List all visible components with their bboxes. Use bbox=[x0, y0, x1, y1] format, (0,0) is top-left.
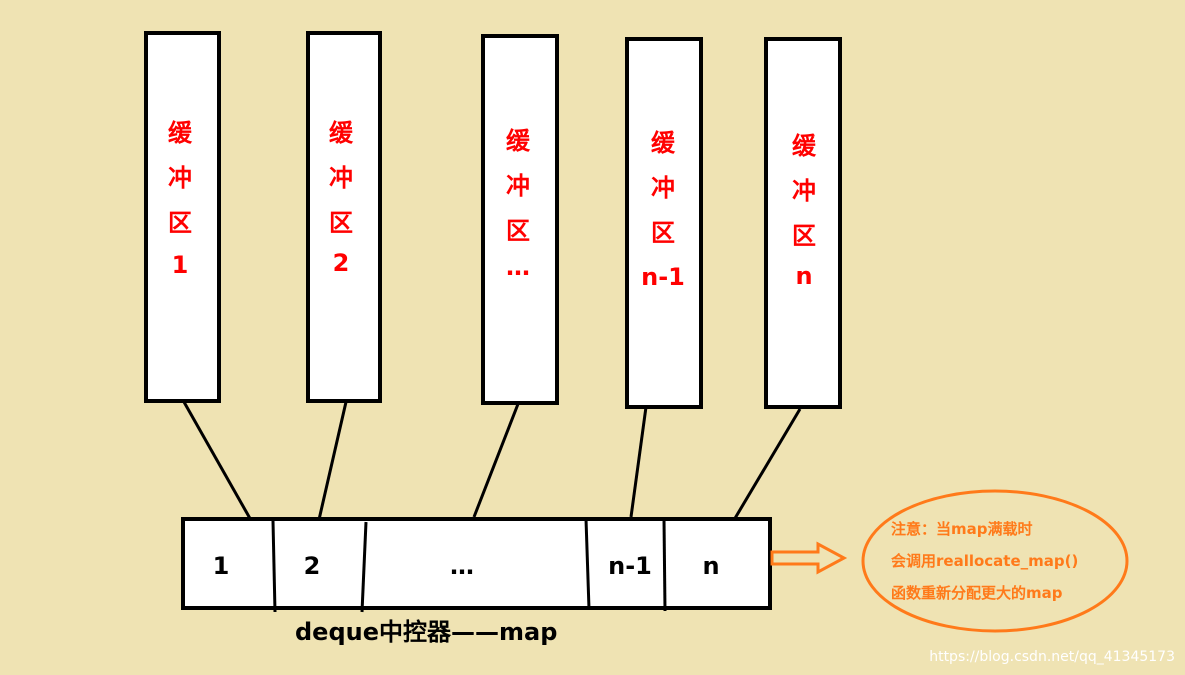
buffer-box bbox=[625, 37, 703, 409]
buffer-box bbox=[764, 37, 842, 409]
map-cell-1: 1 bbox=[213, 552, 230, 580]
watermark: https://blog.csdn.net/qq_41345173 bbox=[929, 649, 1175, 665]
note-line-3: 函数重新分配更大的map bbox=[891, 584, 1063, 602]
buffer-label-line: 区 bbox=[329, 209, 353, 237]
buffer-label-line: 冲 bbox=[792, 177, 816, 205]
buffer-label-line: 缓 bbox=[792, 132, 817, 160]
buffer-label-line: 冲 bbox=[168, 164, 192, 192]
buffer-2: 缓冲区 2 bbox=[306, 31, 382, 403]
connector-line-4 bbox=[629, 406, 648, 518]
buffer-label-line: 缓 bbox=[168, 119, 193, 147]
buffer-label-line: 区 bbox=[506, 217, 530, 245]
note-callout: 注意：当map满载时 会调用reallocate_map() 函数重新分配更大的… bbox=[861, 489, 1129, 633]
buffer-box bbox=[306, 31, 382, 403]
buffer-label-line: 1 bbox=[172, 251, 189, 279]
map-array: 1 2 … n-1 n bbox=[181, 517, 772, 613]
buffer-label-line: 冲 bbox=[329, 164, 353, 192]
connector-line-2 bbox=[316, 401, 348, 525]
buffer-label-line: 冲 bbox=[651, 174, 675, 202]
note-ellipse bbox=[861, 489, 1129, 633]
map-cell-4: n-1 bbox=[608, 552, 652, 580]
buffer-4: 缓冲区 n-1 bbox=[625, 37, 703, 409]
arrow-icon bbox=[770, 541, 848, 575]
buffer-label-line: 区 bbox=[168, 209, 192, 237]
buffer-label-line: 2 bbox=[333, 249, 350, 277]
map-divider bbox=[360, 521, 368, 613]
map-divider bbox=[662, 518, 667, 612]
pointer-connectors bbox=[182, 401, 802, 526]
buffer-label-line: n bbox=[795, 262, 812, 290]
buffer-3: 缓冲区 … bbox=[481, 34, 559, 405]
connector-line-3 bbox=[472, 403, 520, 518]
note-line-2: 会调用reallocate_map() bbox=[891, 552, 1078, 570]
buffer-label-line: 区 bbox=[792, 222, 816, 250]
buffer-label-line: 缓 bbox=[329, 119, 354, 147]
buffer-label-line: n-1 bbox=[641, 263, 685, 291]
map-caption: deque中控器——map bbox=[295, 618, 557, 646]
buffer-box bbox=[481, 34, 559, 405]
buffer-label-line: 冲 bbox=[506, 172, 530, 200]
note-line-1: 注意：当map满载时 bbox=[891, 520, 1033, 538]
map-divider bbox=[584, 518, 591, 610]
buffer-label-line: 区 bbox=[651, 219, 675, 247]
map-divider bbox=[271, 520, 277, 613]
buffer-label-line: 缓 bbox=[651, 129, 676, 157]
buffer-box bbox=[144, 31, 221, 403]
buffer-1: 缓冲区 1 bbox=[144, 31, 221, 403]
buffer-label-line: 缓 bbox=[506, 127, 531, 155]
buffer-label-line: … bbox=[506, 253, 530, 281]
connector-line-1 bbox=[182, 401, 254, 523]
map-cell-3: … bbox=[450, 552, 474, 580]
map-cell-5: n bbox=[702, 552, 719, 580]
map-box bbox=[181, 517, 772, 610]
connector-line-5 bbox=[729, 408, 802, 526]
map-cell-2: 2 bbox=[304, 552, 321, 580]
